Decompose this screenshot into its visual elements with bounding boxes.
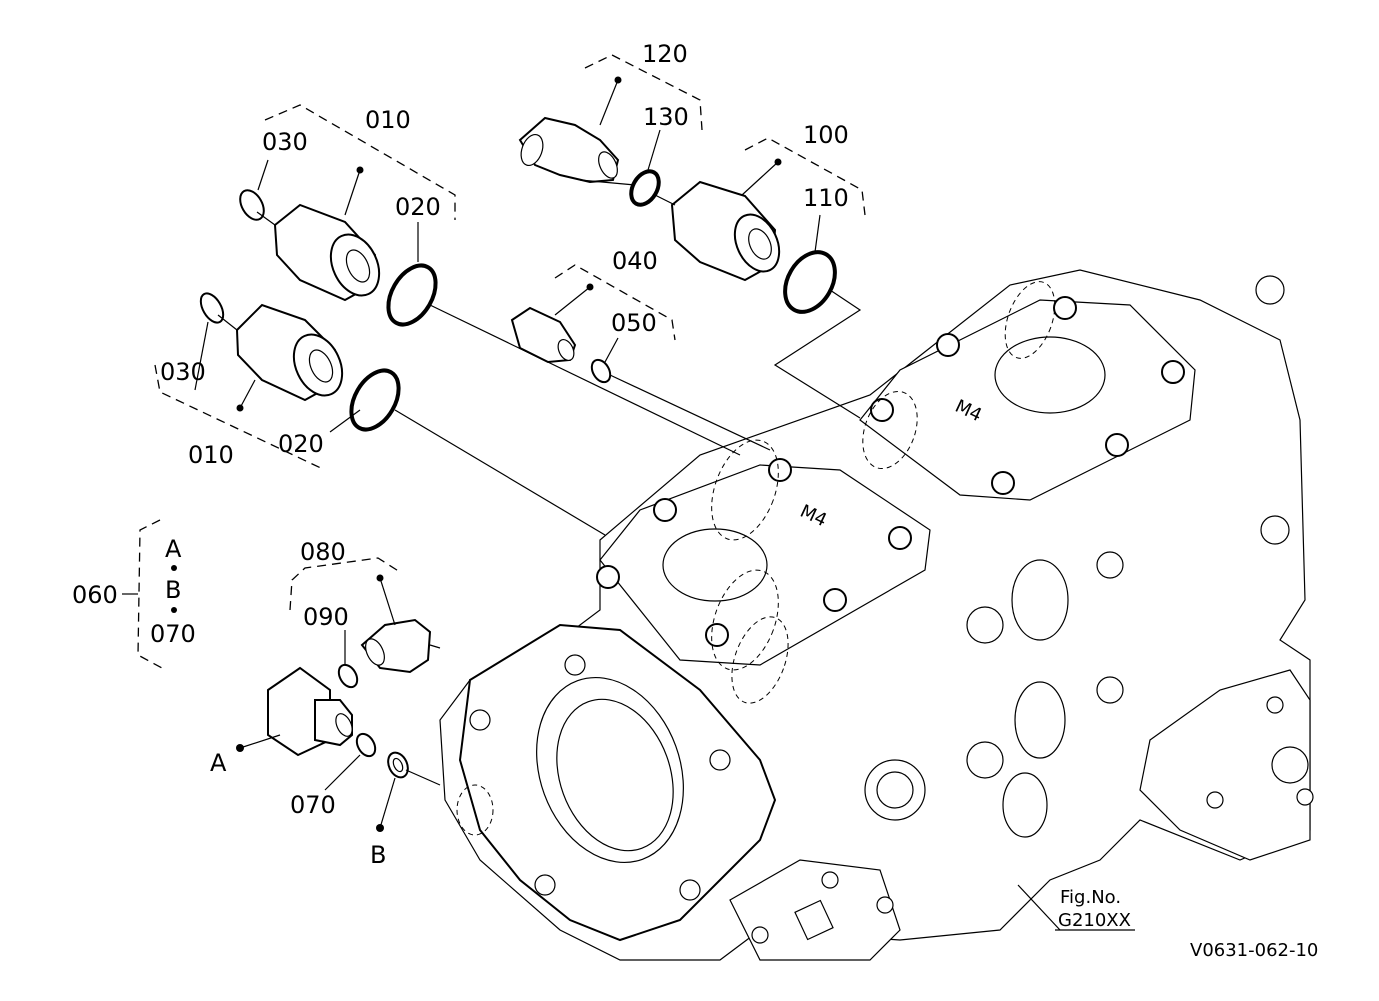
callout-020-lower: 020: [278, 430, 324, 458]
callout-080: 080: [300, 538, 346, 566]
assembly-brackets: [137, 54, 866, 669]
figure-reference: Fig.No. G210XX: [1058, 887, 1131, 931]
leader-lines: [122, 79, 1135, 931]
fitting-100: [670, 158, 782, 282]
o-ring-030-upper: [239, 189, 265, 221]
fitting-010-upper: [273, 166, 381, 302]
o-ring-070: [355, 732, 377, 758]
callout-070-bracket: 070: [150, 620, 196, 648]
point-label-a: A: [210, 749, 227, 777]
adapter-060-a: [267, 666, 353, 757]
fitting-080: [360, 574, 432, 674]
o-ring-050: [590, 358, 612, 384]
callout-050: 050: [611, 309, 657, 337]
callout-040: 040: [612, 247, 658, 275]
drawing-code: V0631-062-10: [1190, 940, 1318, 961]
callout-090: 090: [303, 603, 349, 631]
bottom-motor: [729, 859, 901, 961]
callout-110: 110: [803, 184, 849, 212]
side-motor: [1139, 275, 1314, 861]
point-label-b: B: [370, 841, 386, 869]
callout-070: 070: [290, 791, 336, 819]
o-ring-030-lower: [199, 292, 225, 324]
bracket-label-a: A: [165, 535, 182, 563]
o-ring-110: [783, 250, 837, 314]
hydraulic-pump-body: M4 M4: [439, 269, 1314, 961]
callout-130: 130: [643, 103, 689, 131]
bracket-label-b: B: [165, 576, 181, 604]
callout-120: 120: [642, 40, 688, 68]
elbow-fitting-120: [518, 76, 622, 184]
callout-030-upper: 030: [262, 128, 308, 156]
o-ring-020-lower: [349, 368, 401, 432]
plug-060-b: [387, 751, 409, 779]
callout-060: 060: [72, 581, 118, 609]
figure-number: G210XX: [1058, 910, 1131, 931]
callout-030-lower: 030: [160, 358, 206, 386]
o-ring-130: [629, 169, 661, 207]
figure-label: Fig.No.: [1060, 887, 1121, 908]
callout-010-upper: 010: [365, 106, 411, 134]
callout-010-lower: 010: [188, 441, 234, 469]
leader-dots: [236, 744, 384, 832]
valve-block-ports: [864, 551, 1124, 838]
callout-100: 100: [803, 121, 849, 149]
fitting-010-lower: [235, 303, 344, 412]
o-ring-090: [337, 663, 359, 689]
assembly-lines: [217, 179, 862, 786]
o-ring-020-upper: [386, 263, 438, 327]
callout-020-upper: 020: [395, 193, 441, 221]
callout-labels: 010 030 020 030 010 020 120 130 100 110 …: [72, 40, 849, 869]
installation-ghosts: [456, 281, 1056, 836]
